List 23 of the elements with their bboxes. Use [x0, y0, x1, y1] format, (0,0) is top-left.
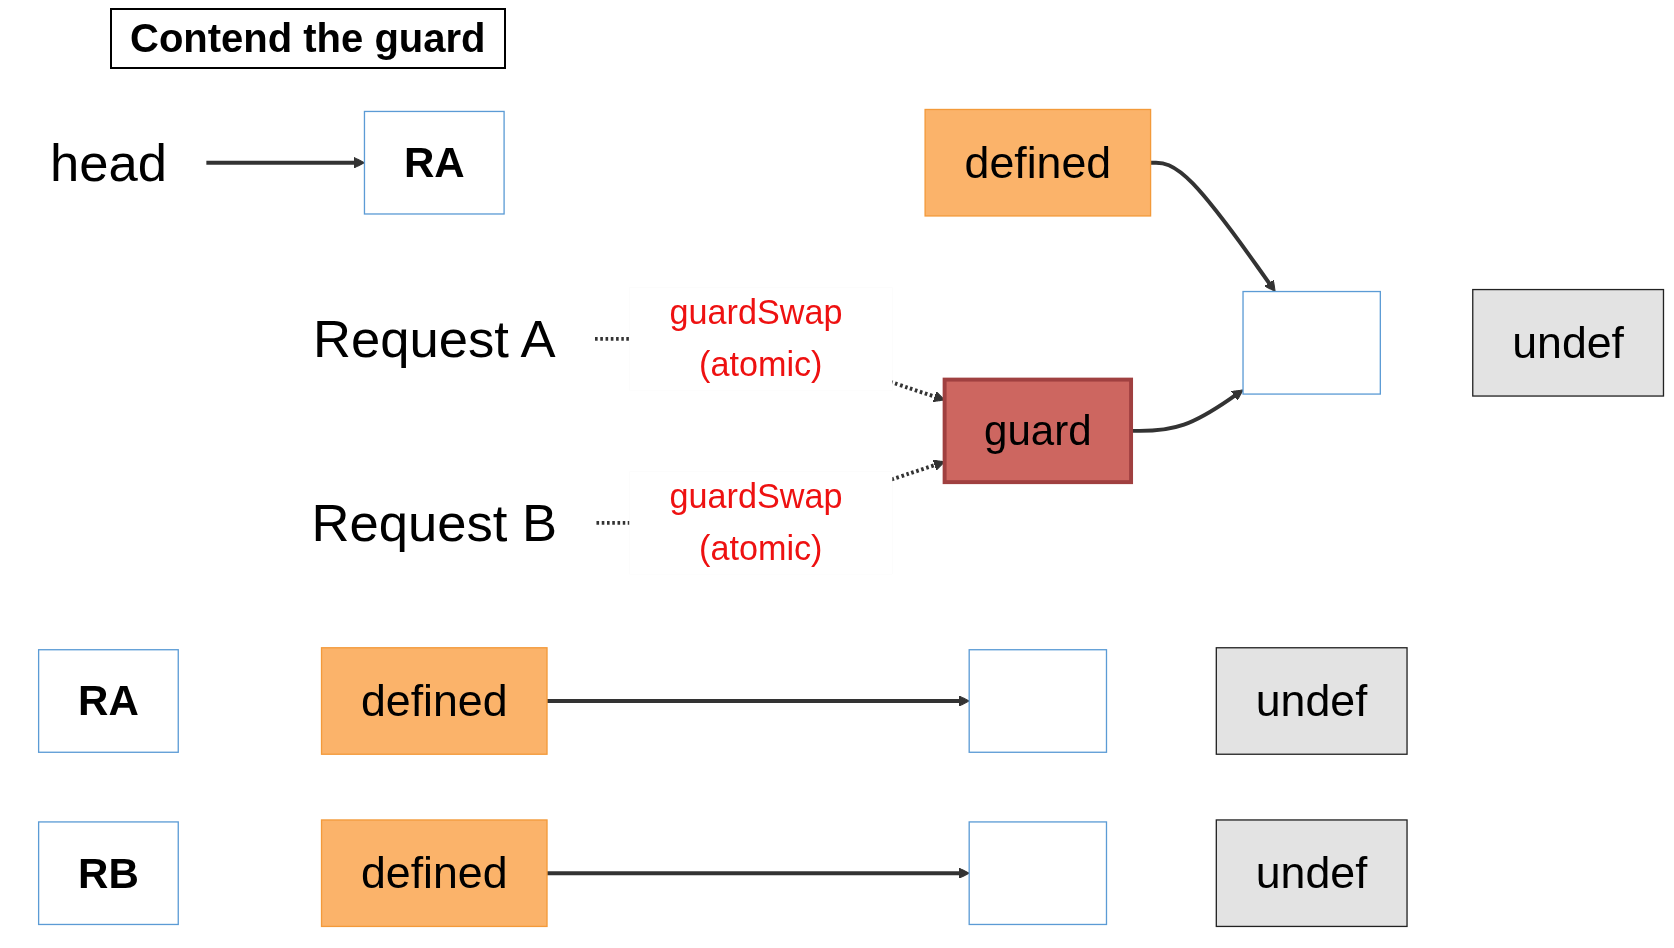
node-box: defined — [320, 647, 548, 755]
node-text: head — [49, 133, 167, 192]
arrow — [206, 156, 365, 169]
diagram-title: Contend the guard — [110, 8, 506, 69]
node-box: RA — [363, 110, 505, 215]
edge-label: guardSwap (atomic) — [669, 476, 843, 568]
node-box: defined — [924, 108, 1152, 217]
node-box: undef — [1215, 647, 1408, 755]
arrow — [1150, 160, 1276, 293]
arrow — [547, 867, 970, 879]
node-box: RB — [37, 821, 179, 926]
node-box — [1242, 290, 1381, 395]
node-box — [968, 649, 1108, 753]
node-text: Request A — [312, 309, 556, 368]
edge-label: guardSwap (atomic) — [669, 292, 843, 384]
arrow — [547, 695, 970, 707]
node-box: undef — [1472, 288, 1665, 397]
node-box: undef — [1215, 819, 1408, 928]
node-text: Request B — [311, 493, 558, 552]
node-box — [968, 821, 1108, 926]
node-box: guard — [942, 377, 1134, 485]
node-box: defined — [320, 819, 548, 928]
node-box: RA — [37, 649, 179, 753]
